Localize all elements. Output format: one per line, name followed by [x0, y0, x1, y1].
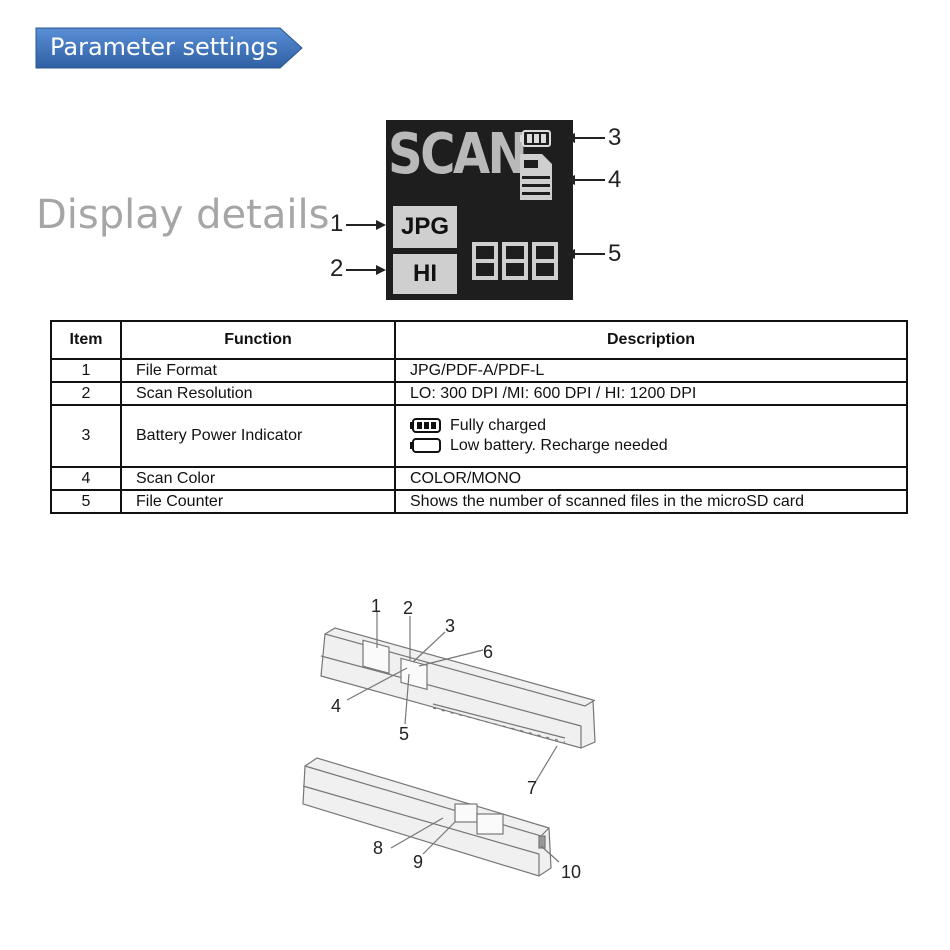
- description-cell: Fully charged Low battery. Recharge need…: [394, 404, 908, 468]
- function-cell: Scan Resolution: [120, 381, 396, 406]
- arrow-right-icon: [346, 220, 386, 230]
- callout-4: 4: [608, 166, 622, 193]
- lcd-file-counter: [472, 242, 558, 280]
- item-cell: 5: [50, 489, 122, 514]
- scanner-label-2: 2: [403, 598, 414, 618]
- scanner-label-4: 4: [331, 696, 342, 716]
- battery-empty-icon: [410, 438, 441, 453]
- lcd-display: SCAN JPG HI: [386, 120, 573, 300]
- callout-1: 1: [330, 210, 344, 237]
- function-cell: Scan Color: [120, 466, 396, 491]
- table-row: 4 Scan Color COLOR/MONO: [50, 466, 908, 491]
- lcd-resolution-box: HI: [393, 254, 457, 294]
- item-cell: 3: [50, 404, 122, 468]
- item-cell: 4: [50, 466, 122, 491]
- table-header-row: Item Function Description: [50, 320, 908, 360]
- function-cell: File Counter: [120, 489, 396, 514]
- description-cell: LO: 300 DPI /MI: 600 DPI / HI: 1200 DPI: [394, 381, 908, 406]
- header-tab-shape: [35, 27, 303, 69]
- header-description: Description: [394, 320, 908, 360]
- callout-5: 5: [608, 240, 622, 267]
- battery-full-text: Fully charged: [450, 417, 547, 434]
- description-cell: Shows the number of scanned files in the…: [394, 489, 908, 514]
- scan-color-icon: [520, 154, 552, 200]
- scanner-label-5: 5: [399, 724, 410, 744]
- table-row: 1 File Format JPG/PDF-A/PDF-L: [50, 358, 908, 383]
- battery-low-line: Low battery. Recharge needed: [410, 436, 906, 456]
- battery-full-icon: [410, 418, 441, 433]
- scanner-diagram: 1 2 3 4 5 6 7 8 9 10: [295, 596, 615, 892]
- item-cell: 1: [50, 358, 122, 383]
- table-row: 5 File Counter Shows the number of scann…: [50, 489, 908, 514]
- battery-icon: [520, 130, 551, 147]
- scanner-label-7: 7: [527, 778, 538, 798]
- arrow-left-icon: [565, 133, 605, 143]
- item-cell: 2: [50, 381, 122, 406]
- battery-full-line: Fully charged: [410, 416, 906, 436]
- function-cell: Battery Power Indicator: [120, 404, 396, 468]
- section-title: Display details: [36, 192, 330, 238]
- scanner-label-10: 10: [561, 862, 582, 882]
- header-tab: Parameter settings: [34, 26, 304, 70]
- scanner-label-1: 1: [371, 596, 382, 616]
- scanner-label-6: 6: [483, 642, 494, 662]
- arrow-left-icon: [565, 249, 605, 259]
- table-row: 2 Scan Resolution LO: 300 DPI /MI: 600 D…: [50, 381, 908, 406]
- lcd-format-box: JPG: [393, 206, 457, 248]
- arrow-left-icon: [565, 175, 605, 185]
- header-title: Parameter settings: [50, 33, 279, 61]
- header-item: Item: [50, 320, 122, 360]
- table-row: 3 Battery Power Indicator Fully charged: [50, 404, 908, 468]
- description-cell: JPG/PDF-A/PDF-L: [394, 358, 908, 383]
- function-cell: File Format: [120, 358, 396, 383]
- description-cell: COLOR/MONO: [394, 466, 908, 491]
- battery-low-text: Low battery. Recharge needed: [450, 437, 668, 454]
- callout-2: 2: [330, 255, 344, 282]
- scanner-label-9: 9: [413, 852, 424, 872]
- header-function: Function: [120, 320, 396, 360]
- scanner-label-8: 8: [373, 838, 384, 858]
- function-table: Item Function Description 1 File Format …: [50, 320, 908, 514]
- arrow-right-icon: [346, 265, 386, 275]
- scanner-illustration: [302, 612, 596, 877]
- scanner-label-3: 3: [445, 616, 456, 636]
- lcd-scan-text: SCAN: [388, 122, 528, 187]
- callout-3: 3: [608, 124, 622, 151]
